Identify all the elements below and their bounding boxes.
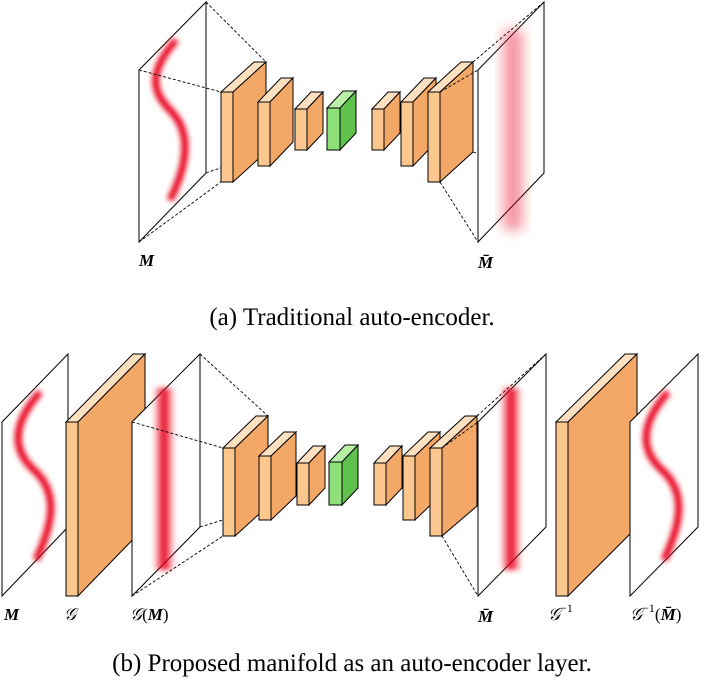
- sinusoid-signal-output: [642, 389, 683, 562]
- label-input-b: M: [3, 605, 20, 624]
- label-g: 𝒢: [64, 605, 79, 624]
- encoder-layer-2: [256, 76, 295, 168]
- output-panel-a: [477, 0, 545, 244]
- label-g-inverse-of-m-arg: M̄: [660, 605, 677, 624]
- straightened-signal: [153, 388, 175, 570]
- decoder-b: [372, 414, 479, 538]
- caption-a: (a) Traditional auto-encoder.: [209, 304, 495, 331]
- label-g-inverse-of-m: 𝒢−1(M̄): [630, 601, 681, 624]
- label-g-inverse: 𝒢−1: [548, 601, 573, 624]
- input-panel-a: [138, 0, 207, 244]
- label-output-a: M̄: [477, 253, 494, 272]
- encoder-layer-3: [293, 90, 325, 152]
- encoder-b-layer-2: [257, 430, 298, 522]
- label-g-inverse-of-m-prefix: 𝒢: [630, 605, 645, 624]
- decoder-a: [370, 60, 475, 184]
- recon-panel-b: [477, 352, 547, 598]
- output-panel-b: [629, 352, 699, 598]
- gm-panel: [131, 352, 201, 598]
- sinusoid-signal-input: [14, 389, 55, 562]
- diagram-b: M 𝒢 𝒢(M) M̄ 𝒢−1 𝒢−1(M̄): [1, 352, 699, 626]
- manifold-layer-g: [64, 352, 147, 598]
- caption-b: (b) Proposed manifold as an auto-encoder…: [112, 650, 592, 677]
- sinusoid-signal: [152, 37, 189, 202]
- encoder-a: [219, 60, 325, 184]
- label-g-of-m-arg: M: [147, 605, 164, 624]
- decoder-b-layer-3: [428, 414, 479, 538]
- blurry-reconstruction: [498, 30, 528, 230]
- reconstructed-straight-signal: [500, 388, 522, 570]
- latent-code-b: [327, 443, 360, 507]
- label-recon-b: M̄: [477, 607, 494, 626]
- input-panel-b: [1, 352, 69, 598]
- encoder-b: [221, 414, 327, 538]
- encoder-layer-1: [219, 60, 268, 184]
- label-g-inverse-symbol: 𝒢: [548, 605, 563, 624]
- encoder-b-layer-3: [295, 444, 327, 507]
- label-g-inverse-sup: −1: [560, 601, 573, 615]
- decoder-b-layer-1: [372, 444, 404, 507]
- label-g-of-m: 𝒢(M): [130, 605, 169, 624]
- label-g-inverse-of-m-sup: −1: [642, 601, 655, 615]
- latent-code-a: [325, 89, 358, 152]
- label-g-of-m-prefix: 𝒢: [130, 605, 145, 624]
- manifold-layer-g-inverse: [554, 352, 639, 598]
- decoder-layer-1: [370, 90, 402, 152]
- label-input-a: M: [138, 251, 155, 270]
- diagram-a: M M̄: [138, 0, 545, 272]
